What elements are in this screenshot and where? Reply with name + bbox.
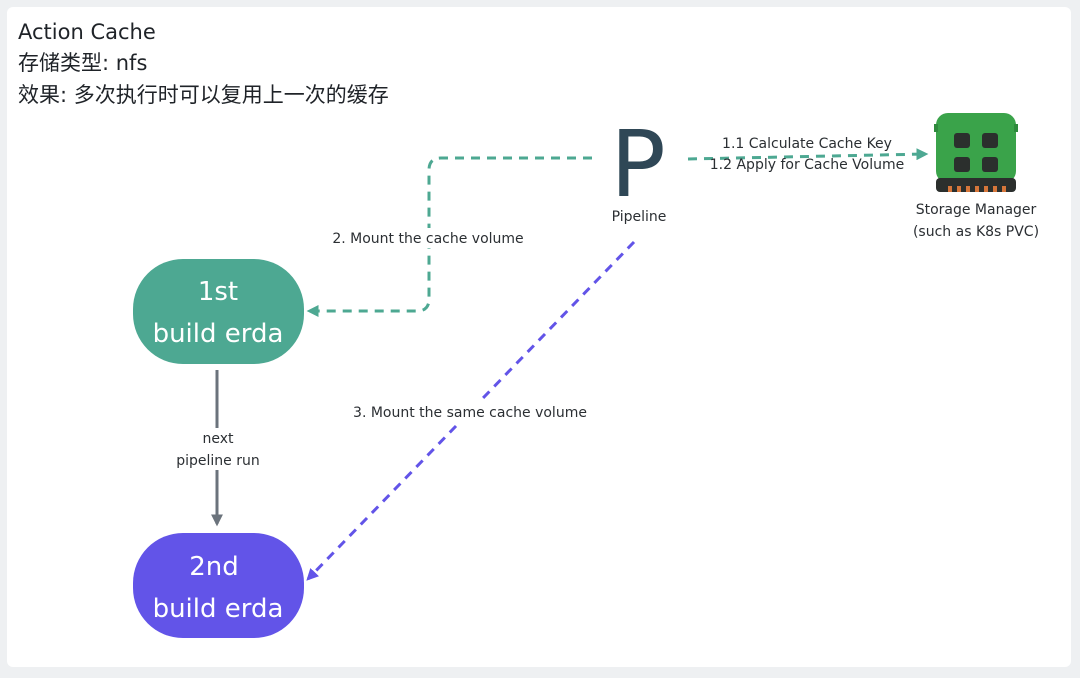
edge-label-next: next [202, 431, 234, 447]
storage-manager-sublabel: (such as K8s PVC) [913, 224, 1039, 240]
pipeline-p-icon: P [610, 111, 665, 218]
effect-text: 效果: 多次执行时可以复用上一次的缓存 [18, 83, 389, 107]
second-build-node: 2nd build erda [133, 533, 304, 638]
edge-line-mount-same-cache [306, 240, 636, 581]
second-build-label-line2: build erda [153, 594, 284, 624]
edge-pipeline-to-storage: 1.1 Calculate Cache Key 1.2 Apply for Ca… [687, 136, 929, 173]
page-title: Action Cache [18, 20, 156, 44]
second-build-label-line1: 2nd [189, 552, 239, 582]
storage-type-text: 存储类型: nfs [18, 51, 148, 75]
second-build-shape [133, 533, 304, 638]
first-build-shape [133, 259, 304, 364]
pipeline-node: P Pipeline [610, 111, 666, 225]
edge-label-mount-cache: 2. Mount the cache volume [332, 231, 523, 247]
first-build-label-line2: build erda [153, 319, 284, 349]
edge-pipeline-to-second-build: 3. Mount the same cache volume [306, 240, 636, 581]
storage-manager-label: Storage Manager [916, 202, 1037, 218]
storage-chip-icon [934, 113, 1018, 192]
first-build-label-line1: 1st [198, 277, 238, 307]
edge-pipeline-to-first-build: 2. Mount the cache volume [306, 156, 592, 317]
edge-label-mount-same-cache: 3. Mount the same cache volume [353, 405, 587, 421]
edge-label-apply-volume: 1.2 Apply for Cache Volume [710, 157, 904, 173]
edge-line-apply-cache [687, 148, 929, 161]
edge-label-pipeline-run: pipeline run [176, 453, 260, 469]
first-build-node: 1st build erda [133, 259, 304, 364]
edge-label-calculate-key: 1.1 Calculate Cache Key [722, 136, 892, 152]
storage-manager-node: Storage Manager (such as K8s PVC) [913, 113, 1039, 240]
edge-first-to-second-build: next pipeline run [168, 370, 268, 527]
pipeline-label: Pipeline [612, 209, 667, 225]
